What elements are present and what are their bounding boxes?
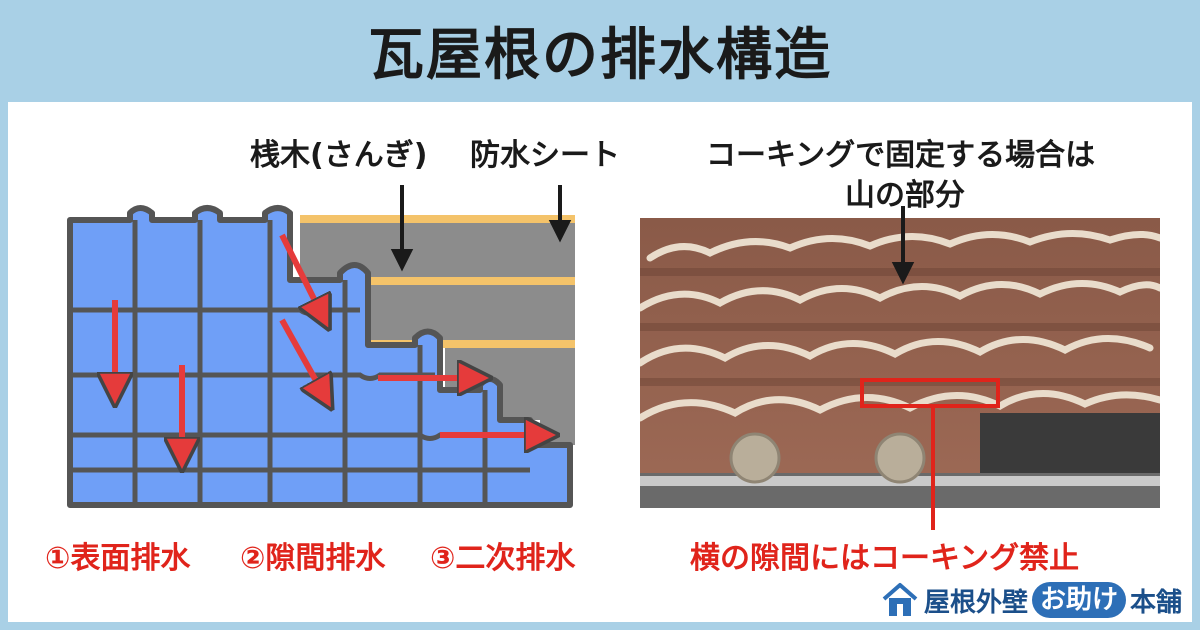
brand-name-part1: 屋根外壁: [924, 587, 1029, 618]
label-secondary-drain: ③二次排水: [430, 541, 576, 576]
caulk-pointer-arrow: [891, 206, 915, 285]
arrow-gap-2: [279, 318, 324, 395]
pointer-arrows: [390, 185, 572, 272]
label-caulk-line2: 山の部分: [845, 178, 965, 213]
arrow-gap-1: [279, 233, 322, 315]
house-icon: [882, 583, 918, 616]
batten-3: [360, 340, 575, 348]
brand-logo: 屋根外壁 お助け 本舗: [880, 578, 1182, 622]
label-surface-drain: ①表面排水: [45, 541, 191, 576]
label-caulk-warning: 横の隙間にはコーキング禁止: [690, 541, 1080, 576]
brand-name-part2: 本舗: [1130, 587, 1183, 618]
label-gap-drain: ②隙間排水: [240, 541, 386, 576]
label-caulk-line1: コーキングで固定する場合は: [706, 138, 1096, 173]
warning-box: [860, 378, 1000, 408]
brand-name-pill: お助け: [1032, 582, 1127, 618]
roof-photo: [640, 206, 1160, 530]
drain-arrows: [115, 233, 542, 455]
batten-2: [300, 277, 575, 285]
tile-diagram: [67, 185, 575, 508]
page-title: 瓦屋根の排水構造: [368, 22, 832, 88]
tile-seams: [70, 220, 530, 505]
label-waterproof-sheet: 防水シート: [470, 138, 620, 173]
label-batten: 桟木(さんぎ): [250, 138, 428, 173]
batten-1: [300, 215, 575, 223]
